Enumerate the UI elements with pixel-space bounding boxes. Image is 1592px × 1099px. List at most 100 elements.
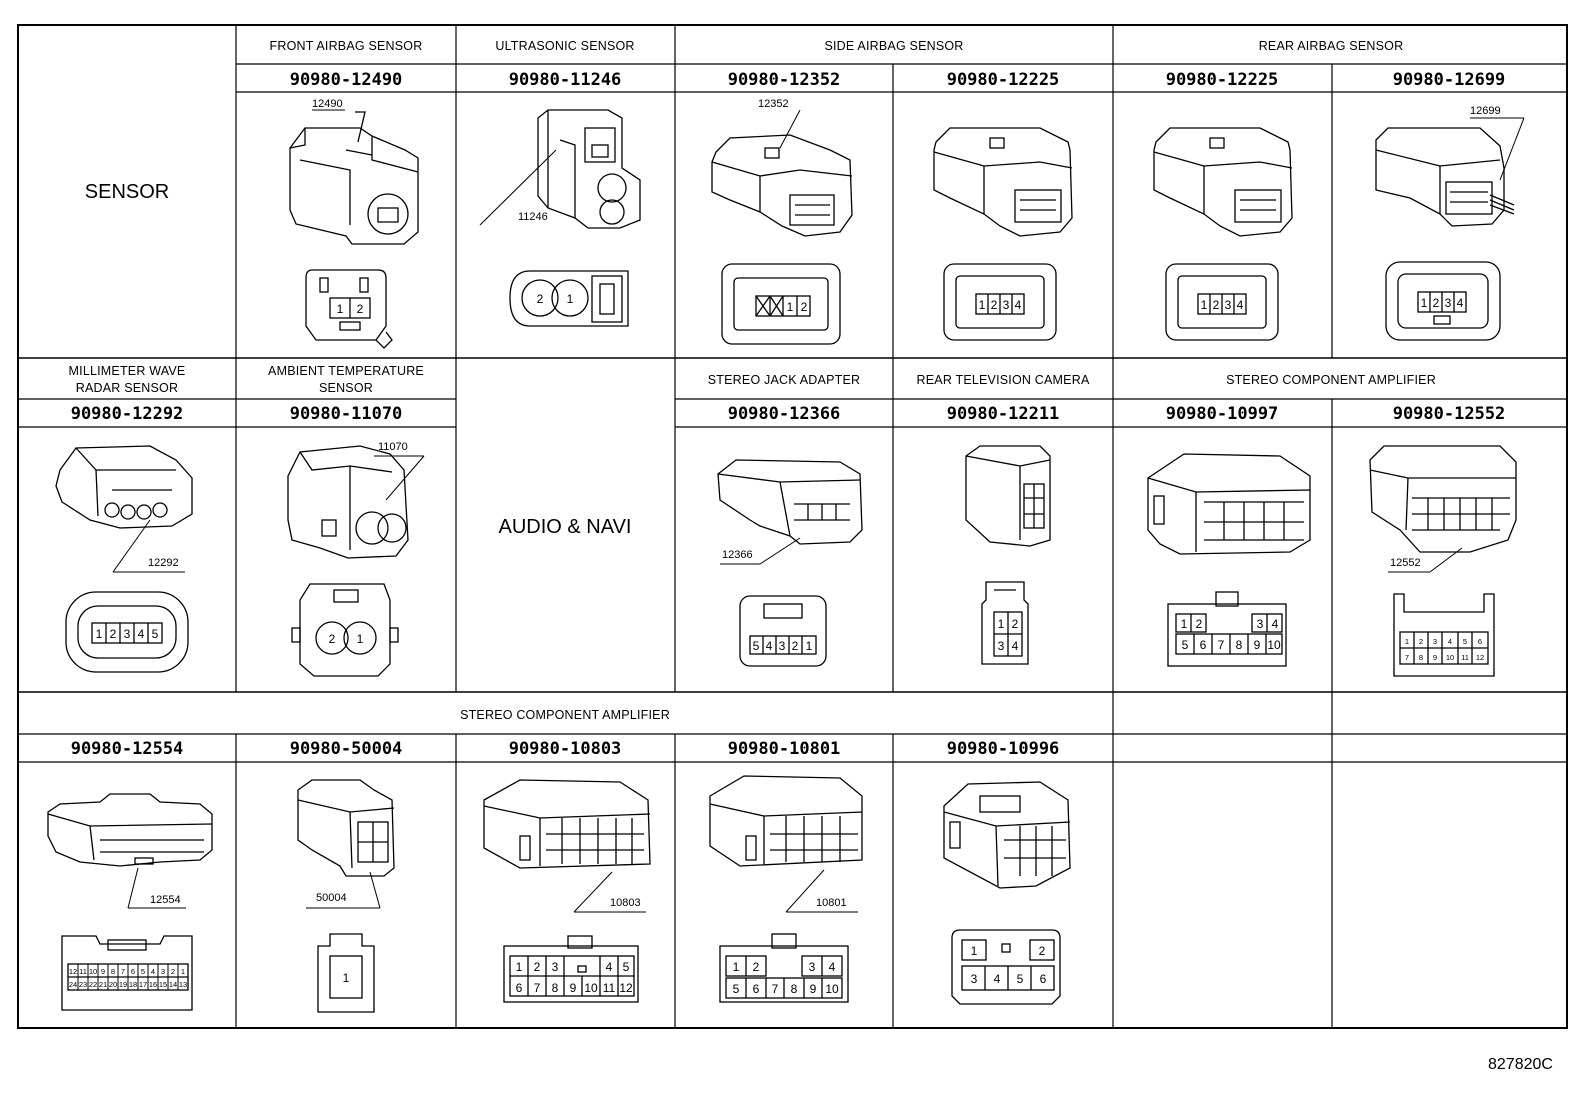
pin-number: 1 xyxy=(787,300,794,314)
pin-number: 13 xyxy=(179,980,187,989)
callout-line xyxy=(112,519,151,573)
pin-number: 3 xyxy=(552,960,559,974)
connector-drawing-11246 xyxy=(537,109,641,229)
pin-number: 4 xyxy=(138,627,145,641)
part-number: 90980-12552 xyxy=(1393,404,1506,424)
figure-id: 827820C xyxy=(1488,1056,1553,1073)
pin-number: 3 xyxy=(1433,637,1437,646)
caption-stereo-component-amplifier: STEREO COMPONENT AMPLIFIER xyxy=(460,708,670,722)
callout-label: 10803 xyxy=(610,897,641,909)
pin-number: 8 xyxy=(1236,638,1243,652)
pin-number: 2 xyxy=(1039,944,1046,958)
pin-number: 2 xyxy=(801,300,808,314)
callout-label: 12552 xyxy=(1390,557,1421,569)
caption-ultrasonic-sensor: ULTRASONIC SENSOR xyxy=(495,39,634,53)
pin-number: 6 xyxy=(1200,638,1207,652)
pin-number: 4 xyxy=(766,639,773,653)
pin-number: 2 xyxy=(1012,617,1019,631)
caption-stereo-jack-adapter: STEREO JACK ADAPTER xyxy=(708,373,860,387)
pin-number: 8 xyxy=(552,981,559,995)
pin-number: 24 xyxy=(69,980,77,989)
callout-line xyxy=(785,869,825,913)
connector-face-12225-rear xyxy=(1165,263,1279,341)
pin-number: 4 xyxy=(1448,637,1452,646)
pin-number: 1 xyxy=(96,627,103,641)
callout-label: 11246 xyxy=(518,211,548,223)
connector-face-12552 xyxy=(1393,593,1495,677)
connector-drawing-12490 xyxy=(289,111,419,245)
pin-number: 5 xyxy=(623,960,630,974)
connector-drawing-10996 xyxy=(943,781,1071,889)
connector-drawing-12292 xyxy=(55,445,193,529)
pin-number: 4 xyxy=(151,967,155,976)
pin-number: 6 xyxy=(1478,637,1482,646)
connector-drawing-12366 xyxy=(717,459,863,545)
pin-number: 9 xyxy=(1254,638,1261,652)
pin-number: 3 xyxy=(124,627,131,641)
pin-number: 2 xyxy=(110,627,117,641)
connector-face-10803 xyxy=(503,935,639,1003)
connector-drawing-10803 xyxy=(483,779,651,869)
pin-number: 12 xyxy=(619,981,633,995)
pin-number: 3 xyxy=(161,967,165,976)
part-number: 90980-10801 xyxy=(728,739,841,759)
part-number: 90980-11246 xyxy=(509,70,622,90)
pin-number: 1 xyxy=(1405,637,1409,646)
pin-number: 8 xyxy=(791,982,798,996)
callout-line xyxy=(479,149,557,226)
connector-face-12699 xyxy=(1385,261,1501,341)
part-number: 90980-12554 xyxy=(71,739,184,759)
group-label-audio-navi: AUDIO & NAVI xyxy=(499,516,632,538)
pin-number: 5 xyxy=(1017,972,1024,986)
pin-number: 9 xyxy=(810,982,817,996)
pin-number: 6 xyxy=(1040,972,1047,986)
pin-number: 1 xyxy=(1201,298,1208,312)
connector-face-12292 xyxy=(65,591,189,673)
part-number: 90980-12352 xyxy=(728,70,841,90)
pin-number: 6 xyxy=(131,967,135,976)
pin-number: 1 xyxy=(337,302,344,316)
callout-line xyxy=(1429,547,1463,573)
pin-number: 3 xyxy=(1225,298,1232,312)
group-label-sensor: SENSOR xyxy=(85,181,169,203)
connector-face-10996 xyxy=(951,929,1061,1005)
pin-number: 4 xyxy=(1015,298,1022,312)
pin-number: 5 xyxy=(733,982,740,996)
pin-number: 1 xyxy=(998,617,1005,631)
connector-drawing-10801 xyxy=(709,775,863,867)
pin-number: 3 xyxy=(809,960,816,974)
pin-number: 2 xyxy=(329,632,336,646)
connector-drawing-12225-side xyxy=(933,127,1073,237)
callout-label: 12699 xyxy=(1470,105,1501,117)
pin-number: 1 xyxy=(516,960,523,974)
caption-side-airbag-sensor: SIDE AIRBAG SENSOR xyxy=(824,39,963,53)
pin-number: 8 xyxy=(1419,653,1423,662)
caption-millimeter-wave-line1: MILLIMETER WAVE xyxy=(69,364,186,378)
pin-number: 3 xyxy=(779,639,786,653)
pin-number: 3 xyxy=(1445,296,1452,310)
connector-drawing-12225-rear xyxy=(1153,127,1293,237)
pin-number: 4 xyxy=(1012,639,1019,653)
pin-number: 17 xyxy=(139,980,147,989)
callout-label: 12490 xyxy=(312,98,343,110)
callout-line xyxy=(759,537,801,565)
callout-label: 11070 xyxy=(378,441,408,453)
pin-number: 18 xyxy=(129,980,137,989)
pin-number: 10 xyxy=(89,967,97,976)
part-number: 90980-10997 xyxy=(1166,404,1279,424)
pin-number: 4 xyxy=(606,960,613,974)
callout-line xyxy=(127,867,139,909)
callout-line xyxy=(779,109,801,149)
pin-number: 2 xyxy=(537,292,544,306)
pin-number: 22 xyxy=(89,980,97,989)
pin-number: 7 xyxy=(1218,638,1225,652)
callout-label: 10801 xyxy=(816,897,847,909)
pin-number: 1 xyxy=(567,292,574,306)
pin-number: 2 xyxy=(1196,617,1203,631)
connector-face-12352 xyxy=(721,263,841,345)
pin-number: 10 xyxy=(1267,638,1281,652)
pin-number: 5 xyxy=(1463,637,1467,646)
caption-rear-television-camera: REAR TELEVISION CAMERA xyxy=(917,373,1090,387)
part-number: 90980-12225 xyxy=(1166,70,1279,90)
caption-millimeter-wave-line2: RADAR SENSOR xyxy=(76,381,178,395)
